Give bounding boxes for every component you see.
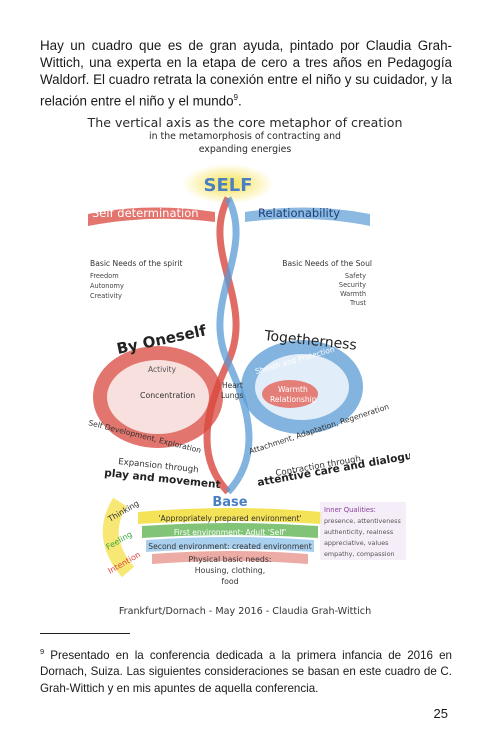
base-green-band xyxy=(142,523,318,538)
soul-item-security: Security xyxy=(339,281,366,289)
relationship-label: Relationship xyxy=(270,395,317,404)
inner-qualities-box xyxy=(320,502,406,560)
spine-blue xyxy=(216,196,253,495)
figure-title: The vertical axis as the core metaphor o… xyxy=(87,115,403,130)
base-yellow-band xyxy=(138,508,322,524)
intro-paragraph: Hay un cuadro que es de gran ayuda, pint… xyxy=(40,38,452,109)
self-glow xyxy=(182,164,274,204)
env-1: 'Appropriately prepared environment' xyxy=(158,514,301,523)
heart-label: Heart xyxy=(222,381,243,390)
soul-item-warmth: Warmth xyxy=(340,290,366,298)
physical-line-1: Housing, clothing, xyxy=(195,566,265,575)
figure-credit: Frankfurt/Dornach - May 2016 - Claudia G… xyxy=(118,606,372,617)
spirit-item-freedom: Freedom xyxy=(90,272,119,280)
warmth-core xyxy=(262,380,318,408)
activity-label: Activity xyxy=(148,365,177,374)
footnote: 9 Presentado en la conferencia dedicada … xyxy=(40,644,452,697)
left-arc xyxy=(102,497,135,578)
base-red-band xyxy=(152,551,308,564)
spirit-title: Basic Needs of the spirit xyxy=(90,259,182,268)
inner-quality-1: presence, attentiveness xyxy=(324,517,402,525)
spirit-item-creativity: Creativity xyxy=(90,292,122,300)
page-number: 25 xyxy=(433,706,448,721)
lungs-label: Lungs xyxy=(221,391,243,400)
footnote-number: 9 xyxy=(40,647,45,656)
physical-line-2: food xyxy=(221,577,238,586)
env-2: First environment: Adult 'Self' xyxy=(174,528,286,537)
footnote-text: Presentado en la conferencia dedicada a … xyxy=(40,648,452,695)
footnote-rule xyxy=(40,633,130,634)
figure-subtitle-2: expanding energies xyxy=(198,144,292,155)
concentration-label: Concentration xyxy=(140,391,195,400)
inner-quality-2: authenticity, realness xyxy=(324,528,394,536)
soul-title: Basic Needs of the Soul xyxy=(282,259,372,268)
base-blue-band xyxy=(146,537,314,552)
relationability-band xyxy=(245,207,370,226)
warmth-label: Warmth xyxy=(278,385,308,394)
self-label: SELF xyxy=(203,175,252,196)
self-determination-band xyxy=(88,207,215,226)
figure-subtitle-1: in the metamorphosis of contracting and xyxy=(149,131,341,142)
red-loop xyxy=(93,346,223,448)
spirit-item-autonomy: Autonomy xyxy=(90,282,124,290)
relationability-label: Relationability xyxy=(258,206,340,220)
inner-qualities-title: Inner Qualities: xyxy=(324,506,376,514)
footnote-ref[interactable]: 9 xyxy=(233,92,238,102)
soul-item-safety: Safety xyxy=(345,272,366,280)
intro-text: Hay un cuadro que es de gran ayuda, pint… xyxy=(40,38,452,109)
env-3: Second environment: created environment xyxy=(148,542,311,551)
self-determination-label: Self determination xyxy=(92,206,199,220)
inner-quality-4: empathy, compassion xyxy=(324,550,395,558)
base-label: Base xyxy=(212,495,247,510)
soul-item-trust: Trust xyxy=(349,299,366,307)
creation-diagram: SELF Self determination Relationability … xyxy=(88,164,410,586)
physical-title: Physical basic needs: xyxy=(188,555,271,564)
inner-quality-3: appreciative, values xyxy=(324,539,389,547)
